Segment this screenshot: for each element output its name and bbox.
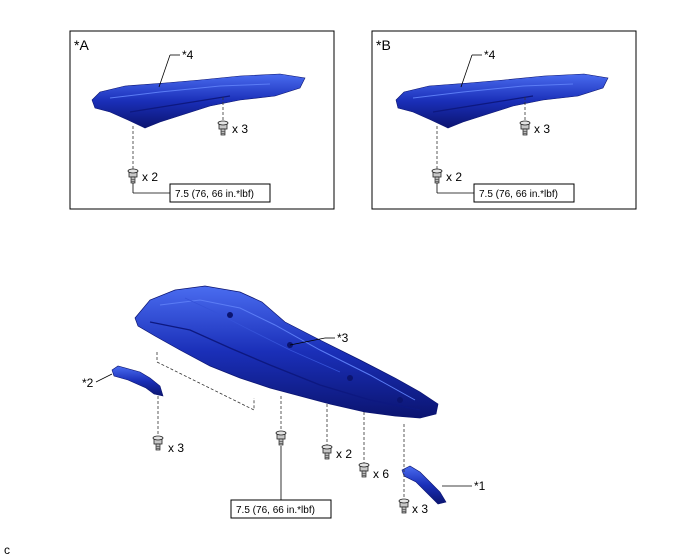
- right-bracket-label: *1: [474, 479, 486, 493]
- view-b-bolt-upper-qty: x 3: [534, 122, 550, 136]
- main-torque: 7.5 (76, 66 in.*lbf): [236, 505, 315, 516]
- view-a-torque-box: [169, 183, 271, 203]
- center-bolt-qty: x 2: [336, 447, 352, 461]
- main-torque-box: [230, 499, 332, 519]
- view-b-under-cover: [395, 73, 609, 129]
- left-bracket: [111, 365, 164, 397]
- view-a-bolt-lower-qty: x 2: [142, 170, 158, 184]
- view-b-bolt-lower-qty: x 2: [446, 170, 462, 184]
- main-assembly: *3 *2 x 3 7.5 (76, 66 in.*lbf) x 2 x 6: [82, 285, 486, 519]
- right-bolt-a-icon: [358, 462, 370, 478]
- view-b: *B *4 x 3 x 2 7.5 (76, 66 in.*lbf): [371, 30, 637, 210]
- view-b-part-label: *4: [484, 48, 496, 62]
- view-b-torque-box: [473, 183, 575, 203]
- view-a-part-leader: [158, 54, 171, 88]
- view-a-torque: 7.5 (76, 66 in.*lbf): [175, 189, 254, 200]
- corner-code: c: [4, 543, 10, 557]
- engine-under-cover: [134, 285, 439, 419]
- view-b-torque: 7.5 (76, 66 in.*lbf): [479, 189, 558, 200]
- view-a-bolt-upper-qty: x 3: [232, 122, 248, 136]
- view-a: *A *4 x 3 x 2 7.5 (76, 66 in.*lbf): [69, 30, 335, 210]
- view-a-part-label: *4: [182, 48, 194, 62]
- view-b-bolt-upper-icon: [519, 120, 531, 136]
- view-a-bolt-upper-icon: [217, 120, 229, 136]
- view-b-label: *B: [376, 37, 391, 53]
- view-b-part-leader: [460, 54, 473, 88]
- view-a-label: *A: [74, 37, 89, 53]
- view-b-bolt-lower-icon: [431, 168, 443, 184]
- right-bolt-b-qty: x 3: [412, 502, 428, 516]
- right-bolt-b-icon: [398, 498, 410, 514]
- view-a-bolt-lower-icon: [127, 168, 139, 184]
- view-b-frame: [371, 30, 637, 210]
- view-a-frame: [69, 30, 335, 210]
- right-bracket: [401, 465, 447, 505]
- left-bracket-label: *2: [82, 376, 94, 390]
- center-bolt-icon: [321, 444, 333, 460]
- right-bolt-a-qty: x 6: [373, 467, 389, 481]
- torque-bolt-icon: [275, 430, 287, 446]
- left-bolt-qty: x 3: [168, 441, 184, 455]
- left-bolt-icon: [152, 435, 164, 451]
- engine-under-cover-label: *3: [337, 331, 349, 345]
- view-a-under-cover: [91, 73, 306, 129]
